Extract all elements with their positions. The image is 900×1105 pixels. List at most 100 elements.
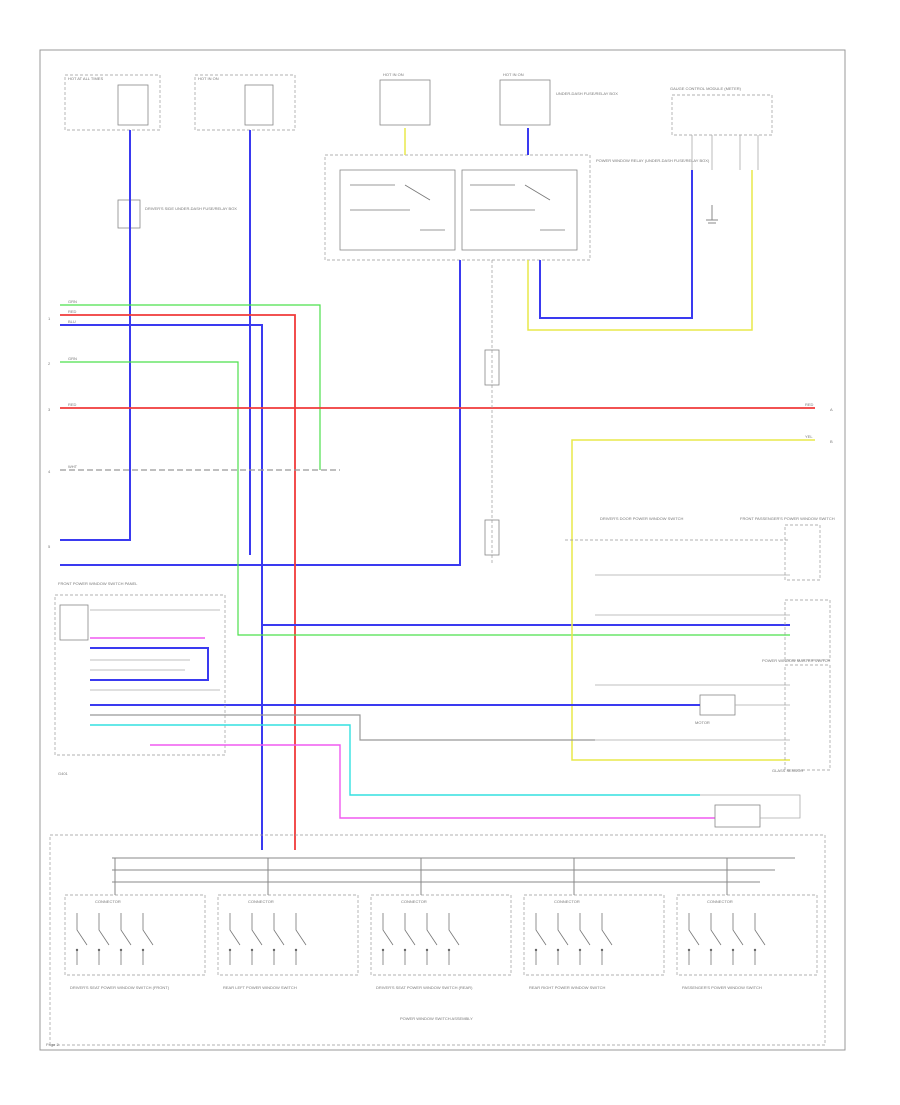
yellow-loop-wire — [527, 170, 753, 331]
wire-label-red-3: RED — [805, 402, 814, 407]
mid-connector-2 — [484, 519, 500, 556]
bottom-switch-contact-2-3 — [273, 913, 285, 965]
relay-contact-1 — [350, 184, 445, 231]
gauge-control-block: GAUGE CONTROL MODULE (METER) — [670, 86, 773, 170]
bottom-switch-contact-4-1 — [535, 913, 547, 965]
bottom-assembly-frame — [49, 834, 826, 1046]
bottom-switch-label-5: PASSENGER'S POWER WINDOW SWITCH — [682, 985, 762, 990]
bottom-switch-terminal-3-1 — [381, 948, 385, 952]
bottom-switch-terminal-5-2 — [709, 948, 713, 952]
wire-label-blu-1: BLU — [68, 319, 76, 324]
bottom-switch-terminal-5-4 — [753, 948, 757, 952]
bottom-switch-terminal-5-3 — [731, 948, 735, 952]
mid-connector-1 — [484, 349, 500, 386]
left-connector-4: 4 — [48, 469, 51, 474]
gauge-ground-symbol — [706, 205, 718, 224]
left-connector-1: 1 — [48, 316, 51, 321]
bottom-switch-frame-3 — [370, 894, 512, 976]
front-switch-panel-label: FRONT POWER WINDOW SWITCH PANEL — [58, 581, 138, 586]
blue-wire-1 — [60, 130, 131, 541]
bottom-switch-contact-3-4 — [448, 913, 460, 965]
green-wire-mid — [60, 361, 790, 636]
motor-label: MOTOR — [695, 720, 710, 725]
left-connector-2: 2 — [48, 361, 51, 366]
fuse-block-4-label: HOT IN ON — [503, 72, 524, 77]
cyan-wire — [90, 724, 700, 796]
blue-wire-left — [60, 324, 263, 850]
diagram-frame — [39, 49, 846, 1051]
wire-label-yel-1: YEL — [805, 434, 813, 439]
driver-switch-label: DRIVER'S DOOR POWER WINDOW SWITCH — [600, 516, 684, 521]
fuse-block-1: HOT AT ALL TIMES — [64, 74, 161, 131]
right-connector-b: B — [830, 439, 833, 444]
left-connector-5: 5 — [48, 544, 51, 549]
bottom-switch-frame-5 — [676, 894, 818, 976]
front-switch-note: G401 — [58, 771, 69, 776]
bottom-switch-terminal-4-4 — [600, 948, 604, 952]
blue-wire-panel — [90, 647, 209, 681]
bottom-switch-terminal-2-3 — [272, 948, 276, 952]
bottom-switch-contact-3-1 — [382, 913, 394, 965]
bottom-switch-contact-1-3 — [120, 913, 132, 965]
gray-wire-panel-out — [90, 714, 595, 741]
green-wire-top — [60, 304, 321, 470]
fuse-block-2-label: HOT IN ON — [198, 76, 219, 81]
bottom-switch-connector-2: CONNECTOR — [248, 899, 274, 904]
blue-wire-3 — [60, 260, 461, 566]
bottom-switch-group-1: CONNECTOR DRIVER'S SEAT POWER WINDOW SWIT… — [64, 858, 206, 990]
red-wire-top — [60, 314, 296, 850]
bottom-switch-contact-4-4 — [601, 913, 613, 965]
bottom-switch-terminal-1-2 — [97, 948, 101, 952]
bottom-switch-contact-5-2 — [710, 913, 722, 965]
bottom-switch-terminal-4-2 — [556, 948, 560, 952]
bottom-switch-terminal-5-1 — [687, 948, 691, 952]
fuse-box-note: UNDER-DASH FUSE/RELAY BOX — [556, 91, 618, 96]
bottom-switch-groups: CONNECTOR DRIVER'S SEAT POWER WINDOW SWIT… — [64, 858, 818, 990]
bottom-switch-contact-1-2 — [98, 913, 110, 965]
bottom-switch-contact-2-1 — [229, 913, 241, 965]
bottom-switch-contact-5-4 — [754, 913, 766, 965]
bottom-switch-terminal-1-1 — [75, 948, 79, 952]
bottom-switch-contact-2-2 — [251, 913, 263, 965]
bottom-switch-contact-4-2 — [557, 913, 569, 965]
bottom-switch-terminal-2-4 — [294, 948, 298, 952]
yellow-wire-right — [571, 439, 815, 761]
bottom-switch-connector-1: CONNECTOR — [95, 899, 121, 904]
left-connector-3: 3 — [48, 407, 51, 412]
bottom-switch-terminal-3-2 — [403, 948, 407, 952]
wire-label-red-1: RED — [68, 309, 77, 314]
wire-label-red-2: RED — [68, 402, 77, 407]
wire-label-grn-2: GRN — [68, 356, 77, 361]
bottom-switch-contact-3-2 — [404, 913, 416, 965]
relay-contact-2 — [470, 184, 565, 231]
bottom-switch-contact-2-4 — [295, 913, 307, 965]
bottom-switch-terminal-3-3 — [425, 948, 429, 952]
relay-box-label: POWER WINDOW RELAY (UNDER-DASH FUSE/RELA… — [596, 158, 710, 163]
bottom-switch-terminal-2-1 — [228, 948, 232, 952]
passenger-switch-label: FRONT PASSENGER'S POWER WINDOW SWITCH — [740, 516, 835, 521]
intermediate-relay-label: DRIVER'S SIDE UNDER-DASH FUSE/RELAY BOX — [145, 206, 237, 211]
glass-sensor-label: GLASS SENSOR — [772, 768, 803, 773]
bottom-switch-contact-3-3 — [426, 913, 438, 965]
bottom-switch-label-1: DRIVER'S SEAT POWER WINDOW SWITCH (FRONT… — [70, 985, 170, 990]
switch-module-wire — [700, 794, 801, 819]
passenger-switch-block: FRONT PASSENGER'S POWER WINDOW SWITCH DR… — [600, 516, 835, 581]
bottom-switch-label-2: REAR LEFT POWER WINDOW SWITCH — [223, 985, 297, 990]
bottom-switch-group-2: CONNECTOR REAR LEFT POWER WINDOW SWITCH — [217, 858, 359, 990]
pink-wire-main — [150, 744, 715, 819]
fuse-block-4: HOT IN ON UNDER-DASH FUSE/RELAY BOX — [499, 72, 618, 126]
bottom-switch-connector-3: CONNECTOR — [401, 899, 427, 904]
bottom-switch-terminal-3-4 — [447, 948, 451, 952]
bottom-switch-terminal-4-1 — [534, 948, 538, 952]
bottom-panel-title: POWER WINDOW SWITCH ASSEMBLY — [400, 1016, 473, 1021]
right-connector-a: A — [830, 407, 833, 412]
bottom-switch-terminal-1-3 — [119, 948, 123, 952]
glass-sensor-block: GLASS SENSOR MOTOR — [695, 664, 831, 773]
bottom-switch-contact-1-4 — [142, 913, 154, 965]
blue-loop-wire — [539, 170, 693, 319]
bottom-switch-contact-5-3 — [732, 913, 744, 965]
bottom-switch-terminal-4-3 — [578, 948, 582, 952]
